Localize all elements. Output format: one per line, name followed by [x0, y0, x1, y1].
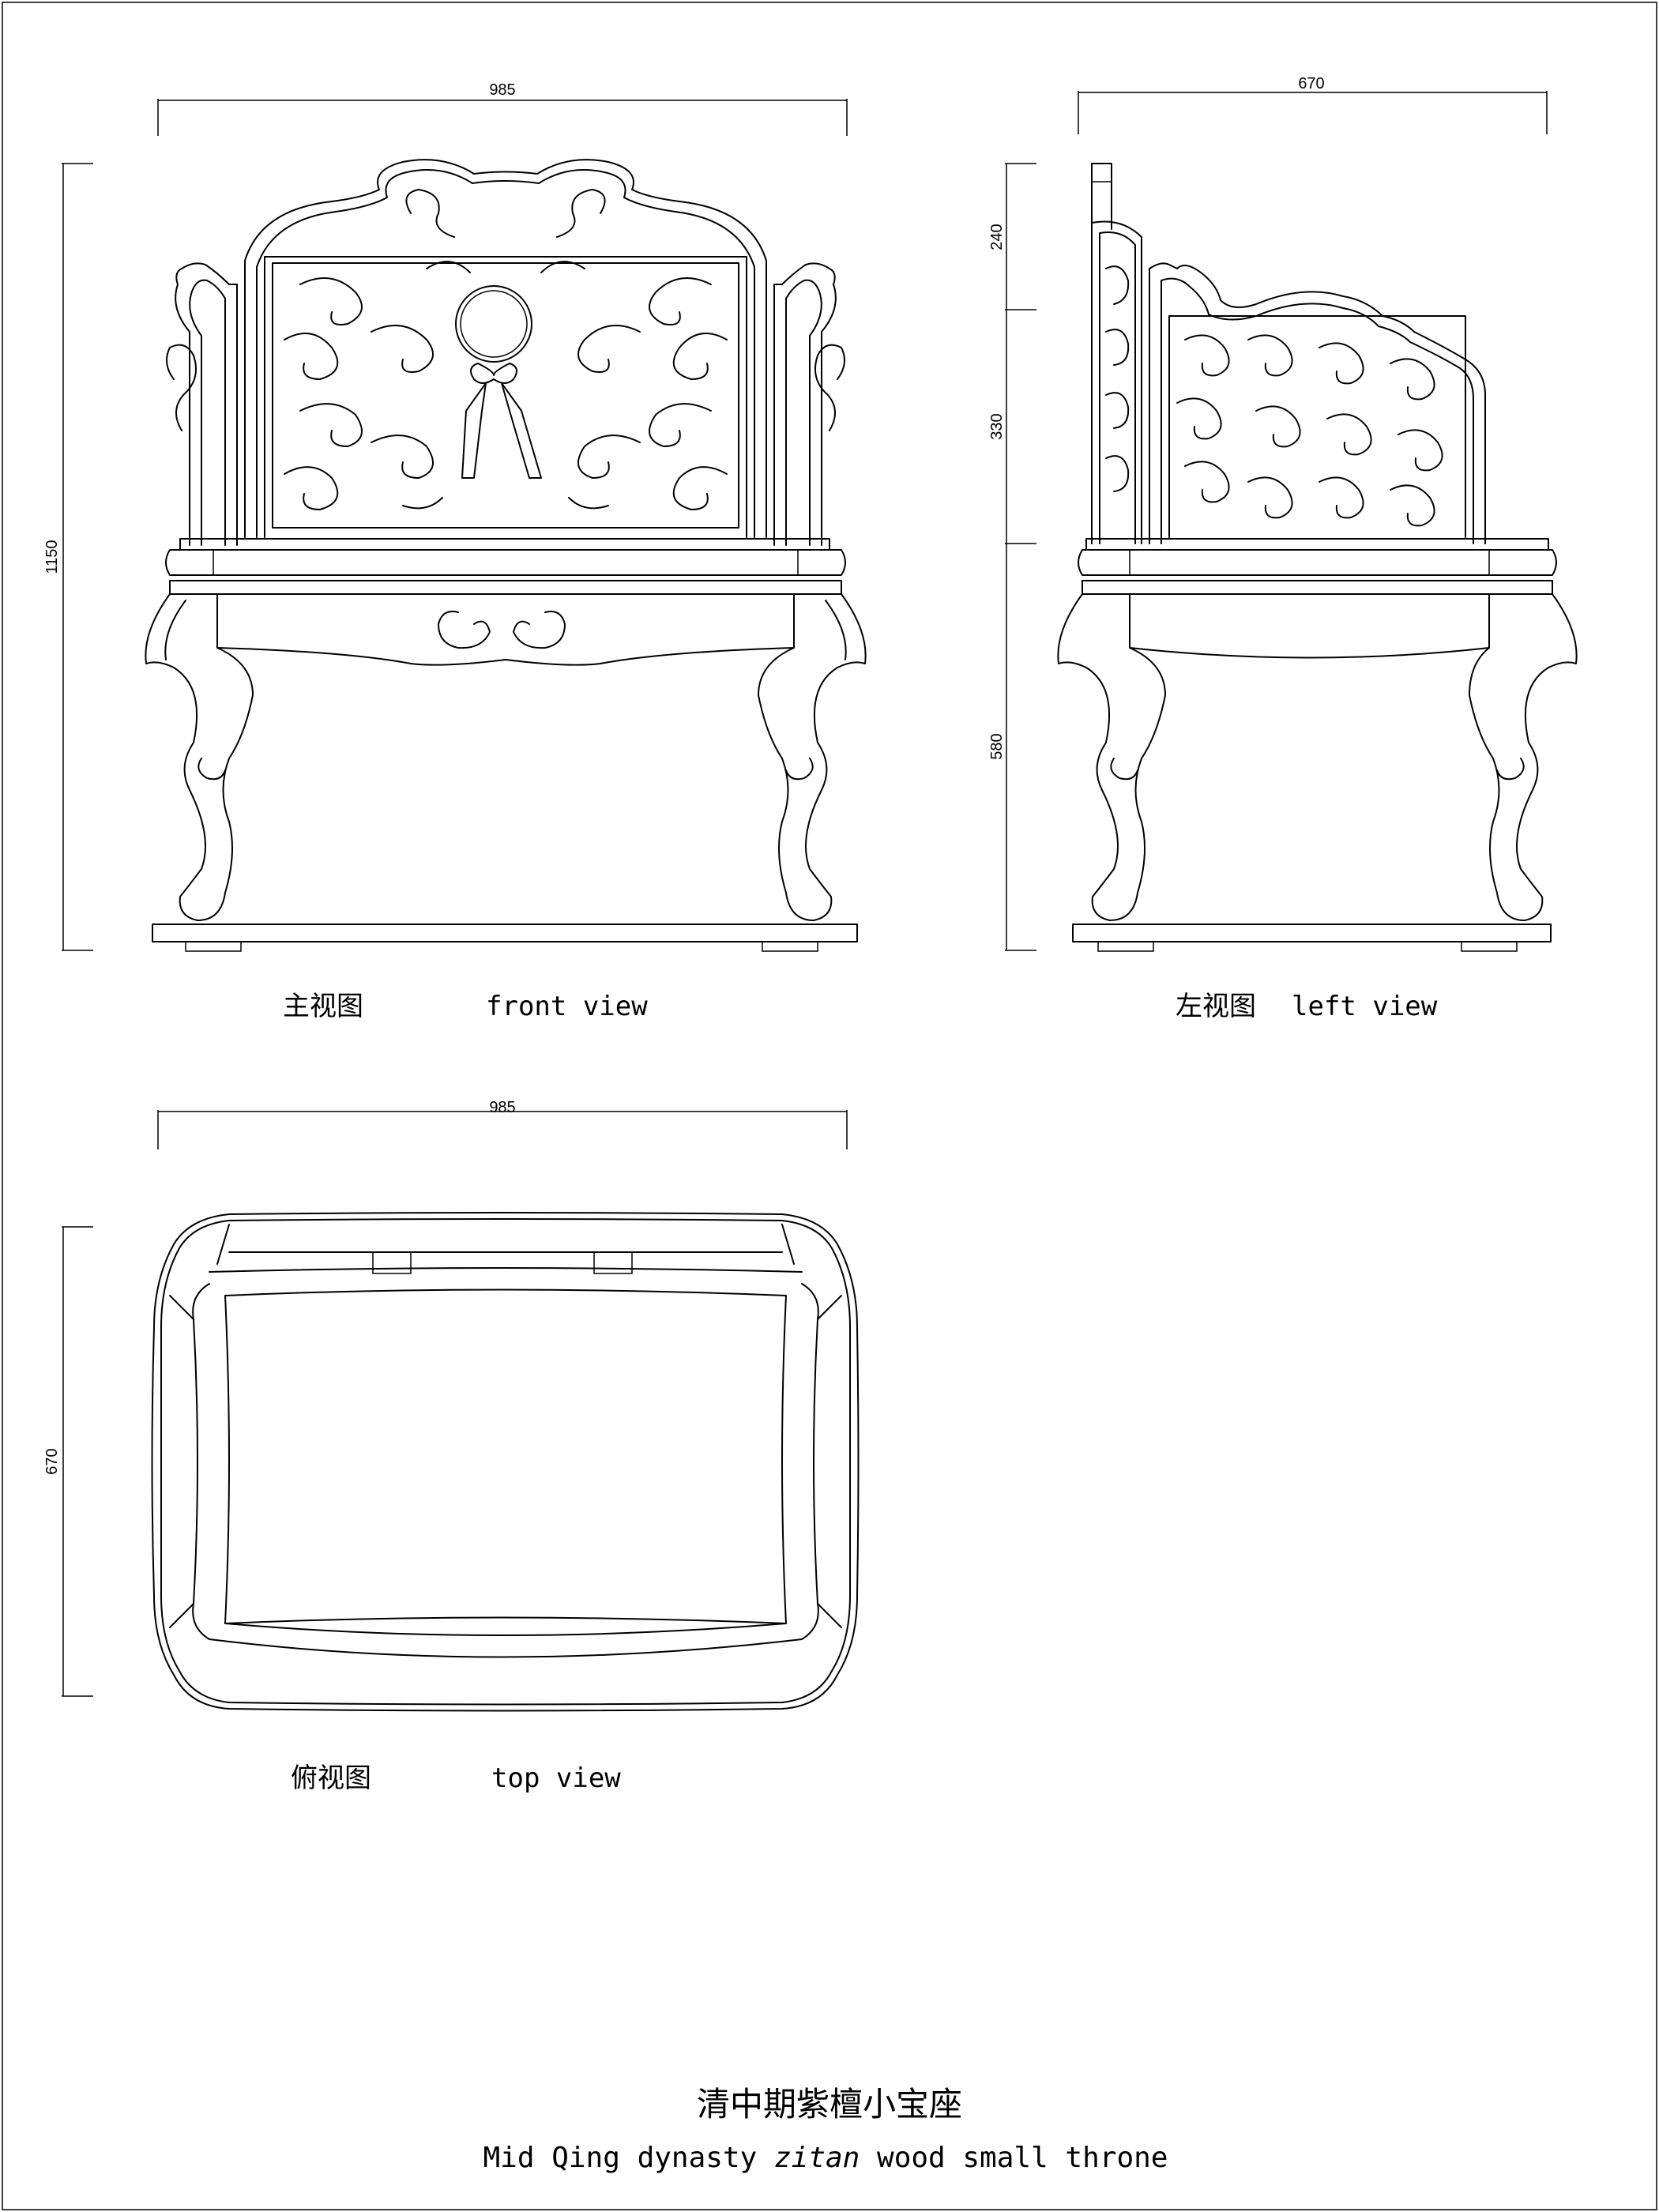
front-seat-top — [179, 538, 830, 551]
left-caption-zh: 左视图 — [1176, 991, 1256, 1022]
front-apron-scroll-right — [513, 611, 566, 649]
top-width-dimension: 985 — [157, 1099, 848, 1149]
front-central-disk — [455, 285, 532, 363]
left-view-front-leg — [1057, 593, 1166, 921]
top-depth-dimension: 670 — [43, 1226, 93, 1697]
title-en-pre: Mid Qing dynasty — [483, 2142, 774, 2174]
front-tassel — [470, 363, 517, 384]
title-block: 清中期紫檀小宝座 Mid Qing dynasty zitan wood sma… — [483, 2085, 1168, 2174]
front-height-dimension: 1150 — [43, 163, 93, 951]
left-rest-dim-label: 330 — [988, 413, 1006, 439]
left-depth-dimension: 670 — [1078, 75, 1548, 134]
title-en-italic: zitan — [774, 2142, 860, 2174]
top-caption-zh: 俯视图 — [291, 1762, 371, 1794]
left-view-back-leg — [1469, 593, 1578, 921]
left-back-dim-label: 240 — [988, 224, 1006, 250]
front-right-arm — [773, 262, 837, 546]
front-height-label: 1150 — [43, 540, 61, 574]
left-base-stretcher — [1072, 924, 1552, 942]
front-view: 985 1150 — [43, 81, 867, 1022]
title-en: Mid Qing dynasty zitan wood small throne — [483, 2142, 1168, 2174]
left-arm-panel — [1149, 262, 1486, 544]
front-backrest-frame — [244, 159, 767, 538]
front-apron-scroll-left — [438, 611, 491, 649]
front-right-leg — [758, 593, 867, 921]
top-view: 985 670 俯视图 top view — [43, 1099, 860, 1794]
left-caption-en: left view — [1292, 991, 1438, 1022]
front-caption-zh: 主视图 — [283, 991, 363, 1022]
top-caption-en: top view — [491, 1762, 621, 1794]
left-depth-label: 670 — [1298, 75, 1324, 92]
front-left-arm — [175, 262, 238, 546]
front-cloud-scroll-carving — [284, 189, 728, 510]
left-cloud-scroll-carving — [1176, 334, 1443, 527]
title-en-post: wood small throne — [860, 2142, 1168, 2174]
left-height-dimensions: 240 330 580 — [988, 163, 1036, 951]
top-seat-outline — [151, 1212, 860, 1712]
left-seat-top — [1085, 538, 1549, 551]
front-width-label: 985 — [489, 81, 515, 99]
front-left-leg — [145, 593, 254, 921]
top-width-label: 985 — [489, 1099, 515, 1116]
title-zh: 清中期紫檀小宝座 — [697, 2085, 962, 2124]
top-seat-panel — [224, 1288, 787, 1624]
front-width-dimension: 985 — [157, 81, 848, 136]
front-apron — [169, 580, 842, 595]
left-back-post — [1091, 163, 1112, 544]
front-base-stretcher — [152, 924, 858, 942]
front-caption-en: front view — [486, 991, 648, 1022]
left-view: 670 240 330 580 — [988, 75, 1578, 1022]
left-seat-dim-label: 580 — [988, 733, 1006, 759]
top-depth-label: 670 — [43, 1448, 61, 1474]
